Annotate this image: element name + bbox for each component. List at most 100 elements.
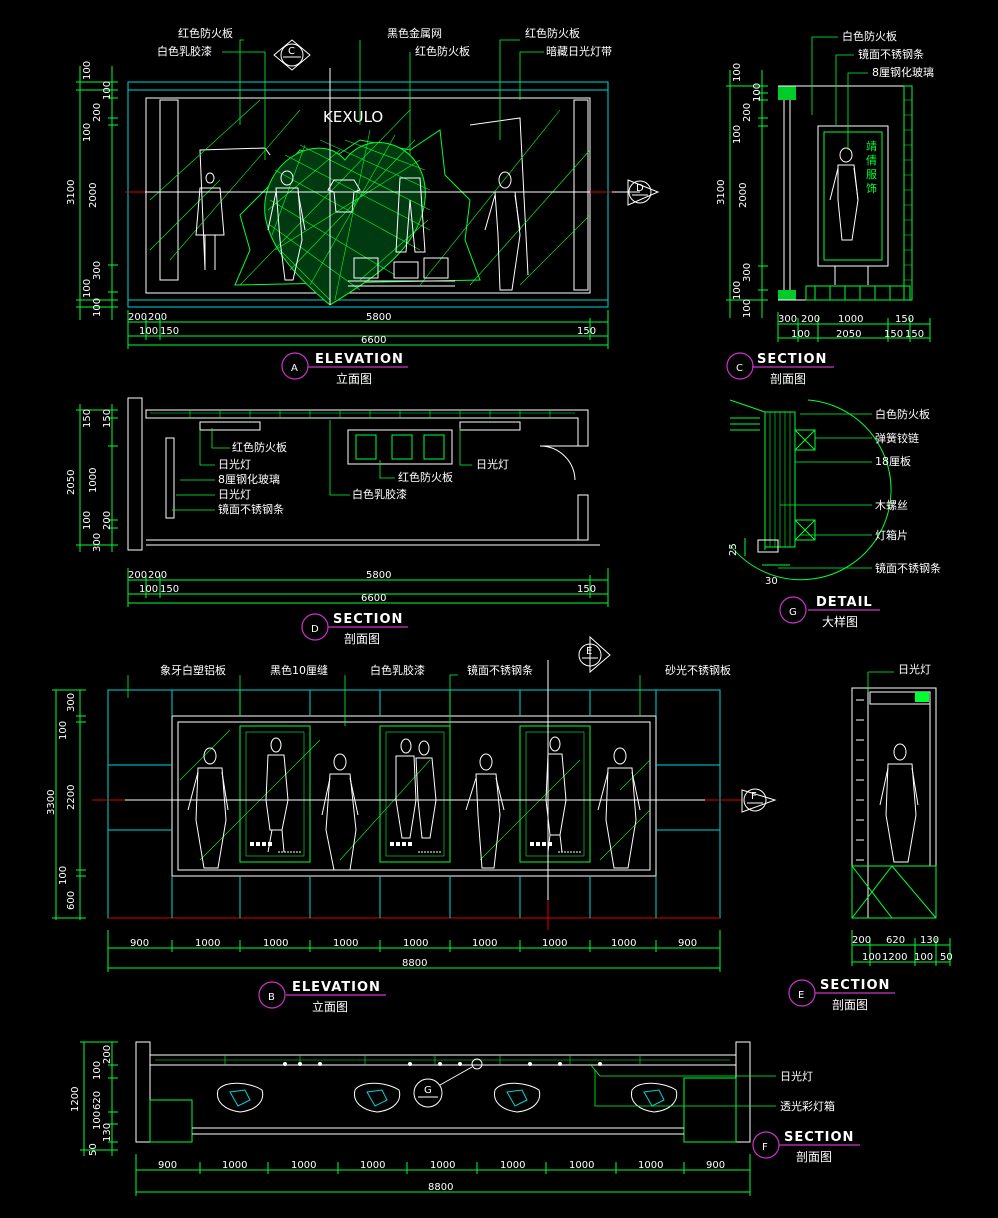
a-mannequin-2 bbox=[267, 170, 306, 281]
d-subtitle: 剖面图 bbox=[344, 632, 380, 646]
svg-text:200: 200 bbox=[128, 570, 147, 581]
drawing-b-elevation: E F 象牙白塑铝板 黑色10厘缝 白色乳胶漆 镜面不锈钢条 砂光不锈钢板 30… bbox=[46, 635, 777, 1014]
b-title-letter: B bbox=[268, 992, 275, 1003]
g-label-4: 木螺丝 bbox=[875, 499, 908, 512]
b-figure-7 bbox=[597, 747, 641, 869]
drawing-d-section: 红色防火板 日光灯 8厘钢化玻璃 日光灯 镜面不锈钢条 白色乳胶漆 红色防火板 … bbox=[66, 397, 609, 646]
svg-text:30: 30 bbox=[765, 576, 778, 587]
d-label-1: 红色防火板 bbox=[232, 440, 287, 454]
d-label-3: 8厘钢化玻璃 bbox=[218, 472, 280, 486]
svg-text:5800: 5800 bbox=[366, 570, 391, 581]
svg-text:200: 200 bbox=[148, 312, 167, 323]
a-label-1: 红色防火板 bbox=[178, 26, 233, 40]
svg-text:100: 100 bbox=[92, 1111, 103, 1130]
svg-text:300: 300 bbox=[92, 261, 103, 280]
f-label-2: 透光彩灯箱 bbox=[780, 1099, 835, 1113]
svg-text:1000: 1000 bbox=[333, 938, 358, 949]
svg-text:倩: 倩 bbox=[866, 154, 877, 167]
svg-text:100: 100 bbox=[102, 81, 113, 100]
f-subtitle: 剖面图 bbox=[796, 1150, 832, 1164]
svg-text:1200: 1200 bbox=[70, 1087, 81, 1112]
c-label-1: 白色防火板 bbox=[842, 29, 897, 43]
svg-text:2200: 2200 bbox=[66, 785, 77, 810]
svg-text:100: 100 bbox=[791, 329, 810, 340]
svg-text:100: 100 bbox=[752, 83, 763, 102]
svg-text:200: 200 bbox=[102, 1045, 113, 1064]
svg-text:G: G bbox=[424, 1085, 432, 1096]
e-title: SECTION bbox=[820, 978, 890, 993]
svg-text:150: 150 bbox=[577, 584, 596, 595]
svg-text:150: 150 bbox=[577, 326, 596, 337]
a-mannequin-right bbox=[484, 171, 521, 291]
g-label-2: 弹簧铰链 bbox=[875, 431, 919, 445]
svg-text:2000: 2000 bbox=[738, 183, 749, 208]
drawing-f-section: G 日光灯 透光彩灯箱 200 100 620 100 130 50 1200 bbox=[70, 1041, 860, 1196]
e-figure bbox=[879, 743, 919, 863]
svg-text:620: 620 bbox=[92, 1091, 103, 1110]
e-base-box bbox=[851, 865, 937, 919]
b-label-4: 镜面不锈钢条 bbox=[467, 663, 533, 677]
svg-text:130: 130 bbox=[920, 935, 939, 946]
b-section-marker-e: E bbox=[578, 635, 611, 674]
svg-text:2000: 2000 bbox=[88, 183, 99, 208]
b-label-2: 黑色10厘缝 bbox=[270, 663, 328, 677]
svg-text:服: 服 bbox=[866, 168, 877, 181]
d-label-4: 日光灯 bbox=[218, 487, 251, 501]
svg-text:300: 300 bbox=[778, 314, 797, 325]
b-figure-4 bbox=[395, 738, 437, 839]
svg-text:150: 150 bbox=[102, 409, 113, 428]
c-title: SECTION bbox=[757, 352, 827, 367]
a-section-marker-c: C bbox=[273, 39, 311, 71]
d-label-8: 日光灯 bbox=[476, 457, 509, 471]
svg-text:3100: 3100 bbox=[716, 180, 727, 205]
g-title: DETAIL bbox=[816, 595, 873, 610]
c-mannequin bbox=[829, 147, 859, 241]
svg-text:150: 150 bbox=[82, 409, 93, 428]
d-label-6: 白色乳胶漆 bbox=[352, 487, 407, 501]
svg-text:100: 100 bbox=[914, 952, 933, 963]
svg-text:100: 100 bbox=[82, 511, 93, 530]
svg-text:8800: 8800 bbox=[402, 958, 427, 969]
b-figure-2 bbox=[265, 737, 289, 853]
g-label-3: 18厘板 bbox=[875, 454, 911, 468]
svg-text:150: 150 bbox=[160, 584, 179, 595]
f-detail-marker-g: G bbox=[413, 1058, 483, 1108]
f-figure-plan-4 bbox=[630, 1082, 678, 1113]
b-label-3: 白色乳胶漆 bbox=[370, 663, 425, 677]
svg-text:1000: 1000 bbox=[569, 1160, 594, 1171]
b-window bbox=[171, 715, 657, 877]
svg-text:200: 200 bbox=[742, 103, 753, 122]
b-outer-frame bbox=[107, 689, 721, 919]
f-figure-plan-3 bbox=[493, 1082, 541, 1113]
svg-text:900: 900 bbox=[158, 1160, 177, 1171]
svg-text:1000: 1000 bbox=[222, 1160, 247, 1171]
drawing-e-section: 日光灯 200 620 130 100 1200 100 50 E SECTIO… bbox=[788, 662, 953, 1012]
svg-text:2050: 2050 bbox=[836, 329, 861, 340]
svg-text:1200: 1200 bbox=[882, 952, 907, 963]
svg-text:100: 100 bbox=[732, 125, 743, 144]
g-label-1: 白色防火板 bbox=[875, 407, 930, 421]
svg-text:1000: 1000 bbox=[638, 1160, 663, 1171]
svg-text:300: 300 bbox=[92, 533, 103, 552]
svg-text:900: 900 bbox=[130, 938, 149, 949]
svg-text:200: 200 bbox=[92, 103, 103, 122]
svg-text:100: 100 bbox=[139, 326, 158, 337]
b-poster-2 bbox=[379, 725, 451, 863]
drawing-a-elevation: KEXULO C D 红色防火板 白色乳胶漆 黑色金属网 红 bbox=[66, 26, 660, 386]
svg-text:200: 200 bbox=[128, 312, 147, 323]
svg-text:200: 200 bbox=[148, 570, 167, 581]
svg-text:200: 200 bbox=[852, 935, 871, 946]
g-title-letter: G bbox=[789, 607, 797, 618]
c-title-letter: C bbox=[736, 363, 743, 374]
svg-text:150: 150 bbox=[895, 314, 914, 325]
d-title: SECTION bbox=[333, 612, 403, 627]
d-label-2: 日光灯 bbox=[218, 457, 251, 471]
svg-text:100: 100 bbox=[58, 721, 69, 740]
svg-text:F: F bbox=[751, 791, 757, 802]
svg-text:100: 100 bbox=[92, 1061, 103, 1080]
f-title-letter: F bbox=[762, 1142, 768, 1153]
d-glass-panel bbox=[165, 437, 175, 519]
svg-text:200: 200 bbox=[801, 314, 820, 325]
d-label-7: 红色防火板 bbox=[398, 470, 453, 484]
svg-text:靖: 靖 bbox=[866, 140, 877, 153]
